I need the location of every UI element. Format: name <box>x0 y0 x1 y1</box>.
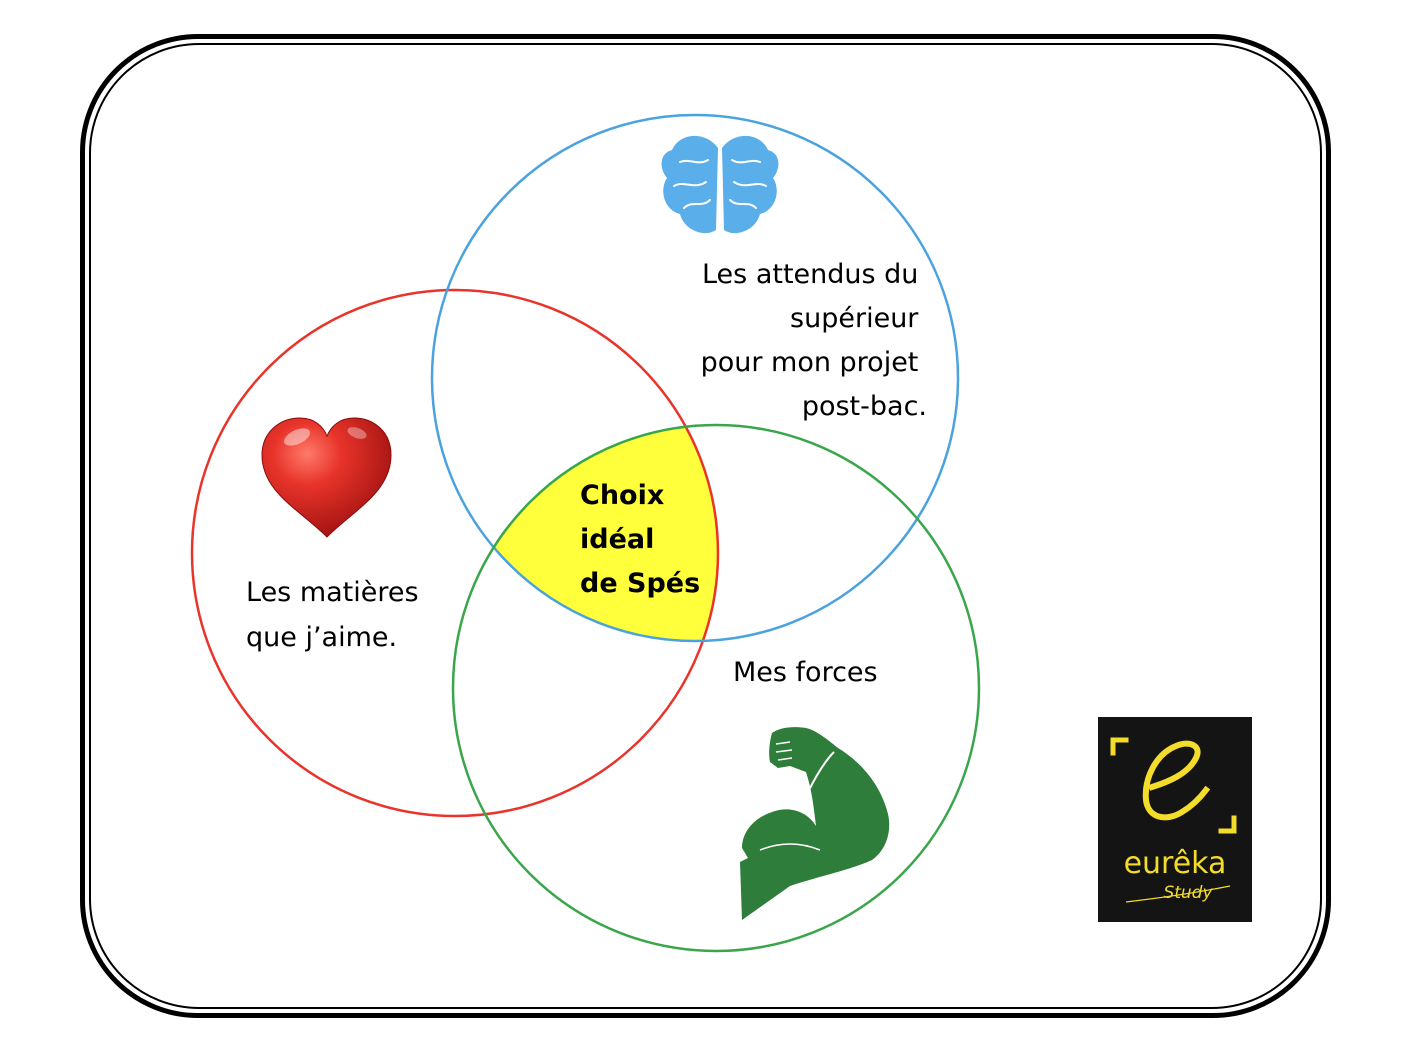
passion-circle <box>190 288 720 818</box>
heart-icon <box>261 417 392 538</box>
rounded-frame-inner <box>89 43 1322 1009</box>
passion-label-line-1: Les matières <box>246 577 419 608</box>
expectations-label-line-2: supérieur <box>790 303 919 334</box>
rounded-frame-outer <box>80 34 1331 1018</box>
ideal-choice-fill <box>453 425 718 641</box>
expectations-label-line-3: pour mon projet <box>701 347 919 378</box>
expectations-label-line-4: post-bac. <box>802 391 927 422</box>
passion-label-line-2: que j’aime. <box>246 622 397 653</box>
expectations-circle <box>430 113 960 643</box>
ideal-choice-line-2: idéal <box>580 524 654 555</box>
expectations-label-line-1: Les attendus du <box>702 259 918 290</box>
brain-icon <box>661 135 779 234</box>
strengths-circle <box>451 423 981 953</box>
ideal-choice-line-3: de Spés <box>580 568 700 599</box>
eureka-e-icon <box>1110 737 1237 834</box>
passion-label: Les matières que j’aime. <box>246 577 427 653</box>
strengths-label-line-1: Mes forces <box>733 657 878 688</box>
expectations-label: Les attendus du supérieur pour mon proje… <box>701 259 927 422</box>
logo-swoosh <box>1125 885 1231 903</box>
ideal-choice-label: Choix idéal de Spés <box>580 480 700 599</box>
flexed-arm-icon <box>740 727 890 920</box>
eureka-logo: eurêka Study <box>1110 737 1237 903</box>
logo-background <box>1098 717 1252 922</box>
ideal-choice-line-1: Choix <box>580 480 664 511</box>
strengths-label: Mes forces <box>733 657 878 688</box>
intersection-region <box>453 425 718 641</box>
logo-wordmark: eurêka <box>1124 846 1227 881</box>
